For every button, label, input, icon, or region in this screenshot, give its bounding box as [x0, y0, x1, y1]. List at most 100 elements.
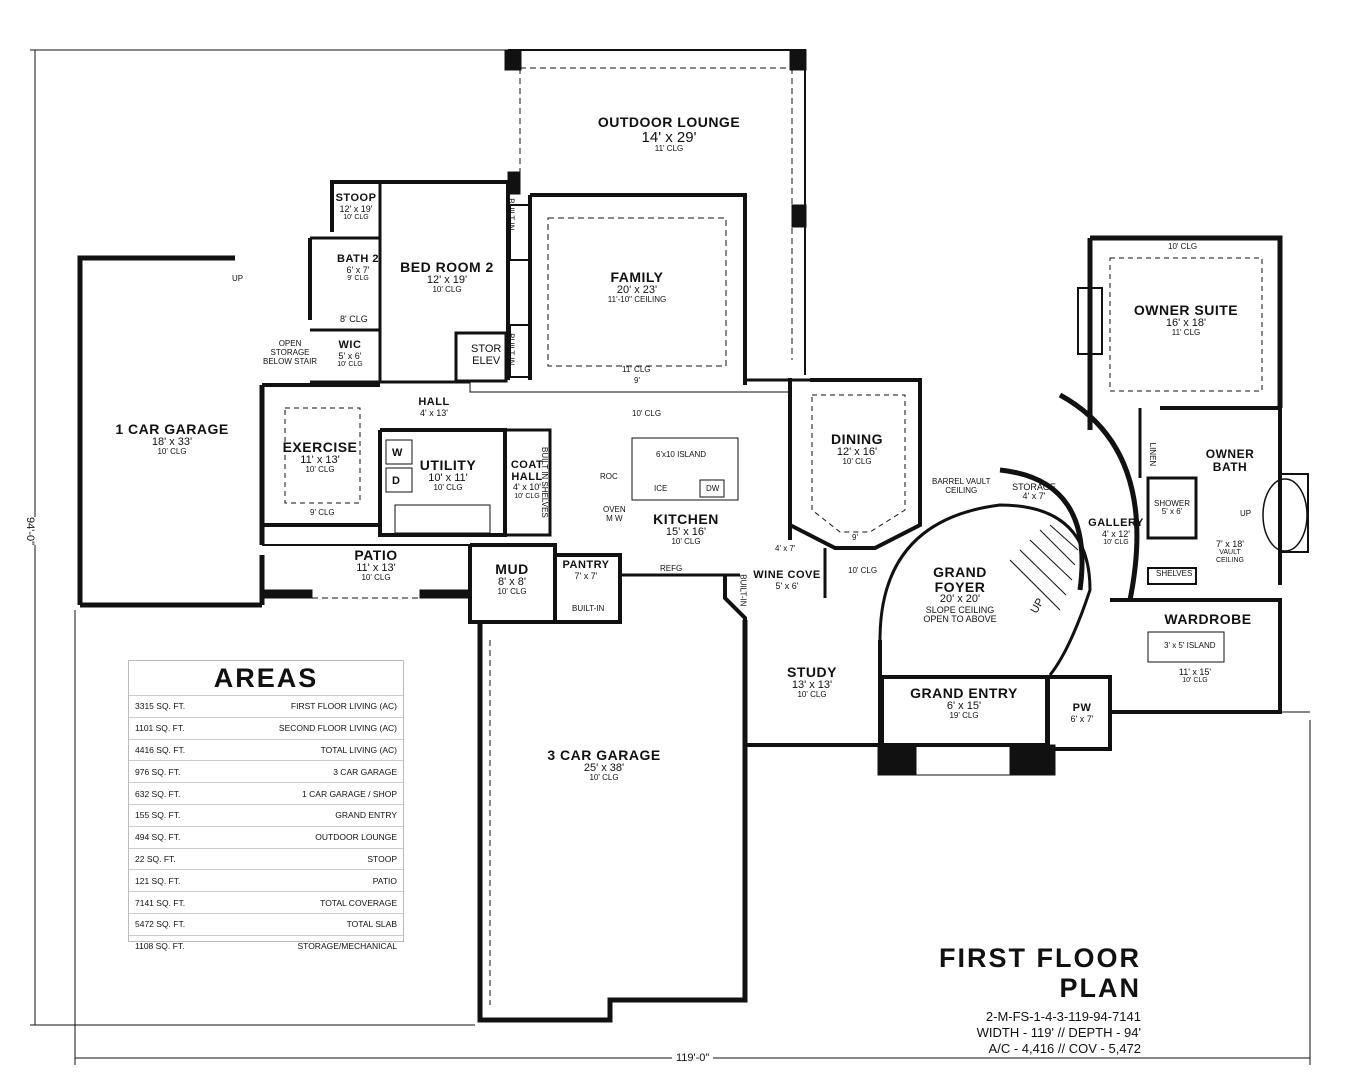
room-dims: 11' x 15' — [1178, 667, 1212, 677]
room-name: DINING — [831, 431, 883, 447]
room-ceiling: 10' CLG — [671, 537, 701, 547]
room-owner-bath-dims: 7' x 18' VAULT CEILING — [1216, 539, 1244, 564]
area-label: TOTAL LIVING (AC) — [320, 744, 397, 755]
room-ceiling: 10' CLG — [589, 773, 619, 783]
room-name: WARDROBE — [1164, 611, 1252, 627]
room-dims: 15' x 16' — [665, 525, 707, 538]
room-dims: 14' x 29' — [641, 128, 697, 146]
note-washer: W — [392, 447, 403, 459]
room-three-car-garage: 3 CAR GARAGE 25' x 38' 10' CLG — [547, 748, 660, 783]
room-coat-hall: COAT HALL 4' x 10' 10' CLG — [510, 459, 544, 500]
room-ceiling: 9' CLG — [347, 274, 369, 282]
room-name: BATH 2 — [337, 253, 379, 265]
room-ceiling: 10' CLG — [343, 213, 369, 221]
room-dims: 6' x 7' — [1070, 713, 1094, 724]
dimension-depth: 94'-0" — [24, 516, 37, 546]
room-ceiling: 10' CLG — [497, 587, 527, 597]
room-name: 1 CAR GARAGE — [115, 421, 229, 437]
room-name: COAT HALL — [510, 459, 544, 483]
room-dims: 4' x 12' — [1102, 528, 1130, 539]
room-name: BED ROOM 2 — [400, 259, 494, 275]
room-dims: 4' x 7' — [1022, 491, 1046, 502]
room-name: GRAND ENTRY — [910, 685, 1018, 701]
note-four-x-seven: 4' x 7' — [775, 544, 796, 553]
area-row: 1108 SQ. FT.STORAGE/MECHANICAL — [129, 934, 403, 957]
room-dims: 7' x 18' — [1216, 539, 1244, 549]
note-eleven-clg-family: 11' CLG — [622, 365, 651, 374]
note-nine-family: 9' — [634, 376, 640, 385]
room-ceiling: 10' CLG — [433, 483, 463, 493]
room-owner-bath: OWNER BATH — [1206, 448, 1255, 473]
room-name: OWNER SUITE — [1133, 302, 1239, 318]
room-name: HALL — [418, 396, 450, 408]
room-ceiling: 10' CLG — [1103, 538, 1129, 546]
room-name: OUTDOOR LOUNGE — [597, 114, 741, 130]
area-label: FIRST FLOOR LIVING (AC) — [290, 701, 397, 712]
area-row: 7141 SQ. FT. TOTAL COVERAGE — [129, 891, 403, 913]
room-dims: 11' x 13' — [300, 453, 340, 466]
note-nine-dining: 9' — [852, 533, 858, 542]
plan-title-block: FIRST FLOOR PLAN 2-M-FS-1-4-3-119-94-714… — [866, 943, 1141, 1056]
room-name: STOOP — [335, 192, 377, 204]
note-stor-elev: STOR ELEV — [471, 343, 502, 368]
area-value: 632 SQ. FT. — [135, 788, 181, 799]
room-name: STORAGE — [1012, 482, 1056, 492]
plan-title: FIRST FLOOR PLAN — [939, 943, 1141, 1003]
room-ceiling: 11' CLG — [1171, 328, 1201, 338]
area-value: 3315 SQ. FT. — [135, 701, 186, 712]
room-name: EXERCISE — [282, 439, 358, 455]
area-row: 5472 SQ. FT.TOTAL SLAB — [129, 912, 403, 935]
room-family: FAMILY 20' x 23' 11'-10" CEILING — [608, 270, 666, 305]
area-value: 7141 SQ. FT. — [135, 897, 186, 908]
room-name: KITCHEN — [653, 511, 719, 527]
room-grand-foyer: GRAND FOYER 20' x 20' SLOPE CEILING OPEN… — [923, 565, 996, 625]
room-dims: 6' x 7' — [346, 264, 370, 275]
area-value: 4416 SQ. FT. — [135, 744, 186, 755]
area-label: STOOP — [367, 853, 397, 864]
room-exercise: EXERCISE 11' x 13' 10' CLG — [283, 440, 358, 475]
room-wine-cove: WINE COVE 5' x 6' — [753, 569, 821, 591]
note-ice: ICE — [654, 484, 668, 493]
area-value: 494 SQ. FT. — [135, 832, 181, 843]
room-dims: 4' x 10' — [513, 482, 541, 493]
room-name: PW — [1072, 702, 1092, 714]
room-gallery: GALLERY 4' x 12' 10' CLG — [1088, 517, 1144, 546]
room-name: WIC — [338, 339, 362, 351]
area-row: 22 SQ. FT.STOOP — [129, 847, 403, 870]
room-ceiling: 10' CLG — [514, 492, 540, 500]
note-dryer: D — [392, 475, 400, 487]
room-dims: 8' x 8' — [497, 575, 527, 588]
area-row: 976 SQ. FT.3 CAR GARAGE — [129, 760, 403, 782]
note-built-in-wine: BUILT-IN — [738, 574, 748, 607]
room-dims: 20' x 23' — [616, 283, 658, 296]
room-name: MUD — [495, 561, 529, 577]
note-oven-mw: OVEN M W — [603, 505, 626, 523]
room-dims: 5' x 6' — [775, 580, 799, 591]
room-wic: WIC 5' x 6' 10' CLG — [337, 339, 362, 368]
plan-ac: A/C - 4,416 // COV - 5,472 — [988, 1040, 1141, 1056]
room-one-car-garage: 1 CAR GARAGE 18' x 33' 10' CLG — [115, 422, 228, 457]
room-name: SHOWER — [1154, 499, 1190, 508]
room-dims: 13' x 13' — [791, 678, 833, 691]
area-value: 5472 SQ. FT. — [135, 919, 186, 930]
room-ceiling: 11' CLG — [654, 144, 684, 154]
area-value: 1108 SQ. FT. — [135, 941, 185, 952]
room-ceiling: 10' CLG — [797, 690, 827, 700]
area-label: PATIO — [372, 875, 397, 886]
room-name: WINE COVE — [753, 569, 821, 581]
room-stoop: STOOP 12' x 19' 10' CLG — [335, 192, 377, 221]
note-up-left: UP — [232, 274, 244, 283]
note-linen: LINEN — [1148, 442, 1158, 467]
room-mud: MUD 8' x 8' 10' CLG — [495, 562, 528, 597]
room-dims: 12' x 19' — [339, 203, 373, 214]
room-bath-2: BATH 2 6' x 7' 9' CLG — [337, 253, 379, 282]
room-utility: UTILITY 10' x 11' 10' CLG — [420, 458, 476, 493]
room-name: FAMILY — [610, 269, 664, 285]
area-value: 155 SQ. FT. — [135, 810, 181, 821]
room-name: PANTRY — [562, 559, 610, 571]
room-dims: 11' x 13' — [356, 561, 396, 574]
room-ceiling: SLOPE CEILING OPEN TO ABOVE — [923, 604, 997, 625]
room-dims: 20' x 20' — [939, 593, 981, 606]
area-label: TOTAL COVERAGE — [320, 897, 397, 908]
room-kitchen: KITCHEN 15' x 16' 10' CLG — [653, 512, 719, 547]
